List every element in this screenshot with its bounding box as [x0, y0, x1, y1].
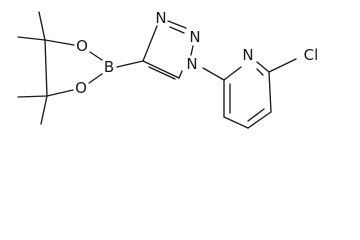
atom-chlorine: Cl	[304, 46, 319, 64]
bond-n1-n2	[190, 45, 194, 56]
atom-triazole-n3: N	[155, 9, 166, 27]
bond-py-n-c6	[256, 61, 270, 73]
bond-py-c2-n	[223, 66, 242, 81]
atom-triazole-n2: N	[189, 28, 200, 46]
bond-py-c5-c4-double	[247, 108, 265, 122]
atom-oxygen-lower: O	[75, 79, 87, 97]
bond-methyl-1	[17, 36, 46, 41]
bond-methyl-3	[17, 95, 48, 98]
bond-c5-n1	[178, 70, 183, 79]
atom-pyridine-n: N	[242, 46, 253, 64]
bond-n2-n3-double	[169, 26, 185, 34]
bond-c-cl	[268, 58, 297, 73]
pyridine-ring	[223, 61, 272, 129]
bond-methyl-4	[40, 95, 48, 125]
bond-b-triazole	[116, 60, 144, 68]
atom-triazole-n1: N	[186, 55, 197, 73]
bond-o-upper-c	[44, 39, 75, 46]
bond-c4-c5-double	[148, 66, 176, 80]
atom-oxygen-upper: O	[76, 37, 88, 55]
triazole-ring	[142, 20, 194, 80]
bond-methyl-2	[38, 11, 46, 41]
dioxaborolane-ring	[17, 11, 103, 125]
bond-o-lower-c	[46, 89, 74, 97]
molecule-structure: B O O N N N N Cl	[17, 9, 319, 129]
bond-py-c4-c3	[223, 116, 249, 129]
bond-py-c6-c5	[268, 71, 272, 113]
bond-b-o-lower	[88, 73, 103, 84]
atom-boron: B	[104, 58, 114, 76]
bond-n2-n3	[167, 20, 187, 29]
bond-c4-c5	[142, 60, 180, 79]
bond-n3-c4	[142, 25, 158, 62]
bond-py-n-c6-double	[256, 68, 264, 76]
bond-b-o-upper	[89, 51, 103, 61]
bond-py-c5-c4	[247, 111, 272, 129]
bond-c-c-ring	[44, 39, 48, 97]
bond-n1-pyridine	[202, 67, 225, 81]
